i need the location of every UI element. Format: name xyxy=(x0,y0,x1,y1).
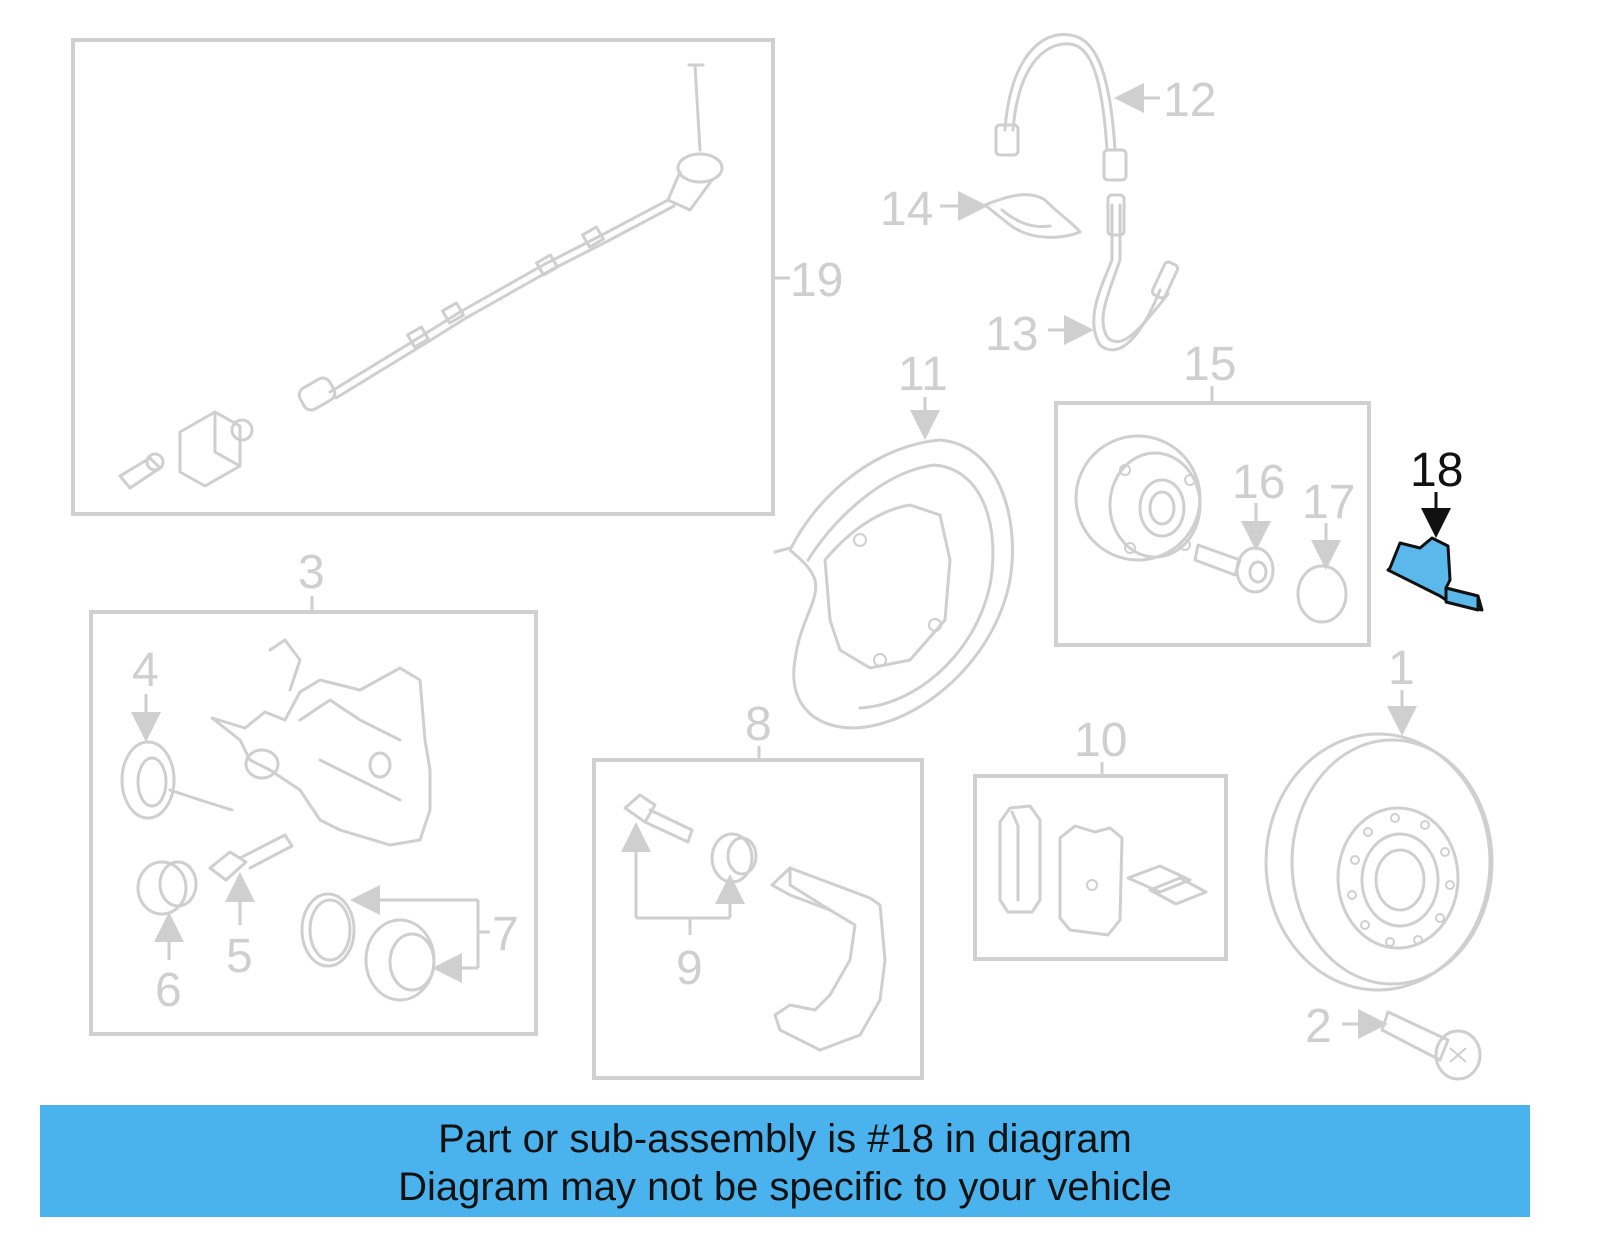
abs-sensor-wire-drawing xyxy=(118,63,724,490)
part-4-spring[interactable]: 4 xyxy=(120,644,234,820)
part-2-screw[interactable]: 2 xyxy=(1305,1000,1482,1081)
callout-4: 4 xyxy=(132,644,159,697)
callout-6: 6 xyxy=(155,964,182,1017)
part-16-hub-bolt[interactable]: 16 xyxy=(1193,456,1285,594)
callout-9: 9 xyxy=(676,942,703,995)
part-10-pads-group[interactable]: 10 xyxy=(973,714,1228,961)
callout-14: 14 xyxy=(880,183,933,236)
part-1-rotor[interactable]: 1 xyxy=(1264,642,1494,992)
part-8-bracket-group[interactable]: 8 9 xyxy=(592,698,924,1080)
part-13-brake-line[interactable]: 13 xyxy=(985,193,1180,361)
part-19-group[interactable]: 19 xyxy=(71,38,843,516)
group-box-19 xyxy=(71,38,775,516)
info-banner: Part or sub-assembly is #18 in diagram D… xyxy=(40,1105,1530,1217)
callout-5: 5 xyxy=(226,930,253,983)
callout-7: 7 xyxy=(492,908,519,961)
hub-bearing-drawing xyxy=(1074,434,1202,562)
callout-8: 8 xyxy=(745,698,772,751)
callout-12: 12 xyxy=(1163,74,1216,127)
part-6-cap[interactable]: 6 xyxy=(136,860,198,1017)
part-9-pins[interactable]: 9 xyxy=(621,793,758,995)
part-17-cap[interactable]: 17 xyxy=(1296,476,1355,624)
part-14-clip[interactable]: 14 xyxy=(880,183,1082,239)
callout-1: 1 xyxy=(1388,642,1415,695)
callout-18: 18 xyxy=(1410,444,1463,497)
part-11-dust-shield[interactable]: 11 xyxy=(773,348,1014,730)
group-box-3 xyxy=(89,610,538,1036)
callout-10: 10 xyxy=(1074,714,1127,767)
part-18-highlighted[interactable]: 18 xyxy=(1386,444,1484,612)
part-12-brake-hose[interactable]: 12 xyxy=(994,32,1216,182)
group-box-15 xyxy=(1054,401,1371,647)
part-3-caliper-group[interactable]: 3 4 5 6 7 xyxy=(89,546,538,1036)
callout-15: 15 xyxy=(1183,338,1236,391)
group-box-10 xyxy=(973,774,1228,961)
part-15-hub-group[interactable]: 15 16 17 xyxy=(1054,338,1371,647)
callout-19: 19 xyxy=(790,254,843,307)
pads-drawing xyxy=(998,804,1208,937)
callout-2: 2 xyxy=(1305,1000,1332,1053)
callout-16: 16 xyxy=(1232,456,1285,509)
part-5-bleeder[interactable]: 5 xyxy=(208,833,294,983)
callout-11: 11 xyxy=(898,348,948,401)
banner-line-1: Part or sub-assembly is #18 in diagram xyxy=(438,1117,1132,1161)
bracket-drawing xyxy=(770,866,887,1052)
group-box-8 xyxy=(592,758,924,1080)
callout-3: 3 xyxy=(298,546,325,599)
part-7-piston-seal[interactable]: 7 xyxy=(300,885,519,1002)
caliper-drawing xyxy=(210,638,432,847)
banner-line-2: Diagram may not be specific to your vehi… xyxy=(398,1165,1172,1209)
callout-17: 17 xyxy=(1302,476,1355,529)
callout-13: 13 xyxy=(985,308,1038,361)
